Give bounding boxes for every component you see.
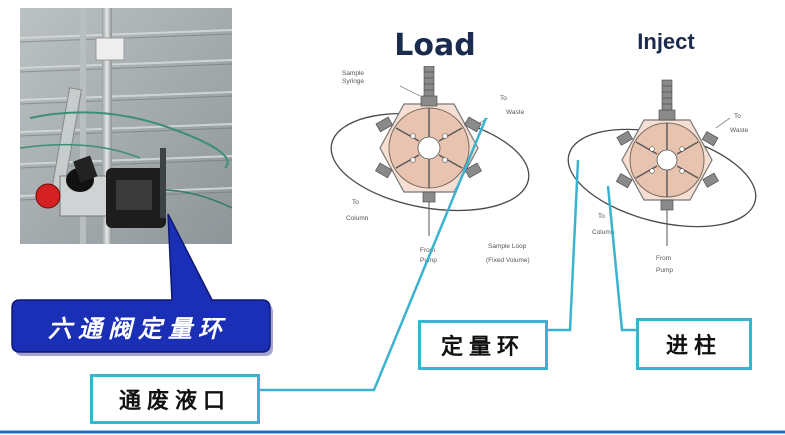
inject-valve-diagram: To Waste To Column From Pump bbox=[558, 80, 766, 274]
sample-syringe-label: Sample bbox=[342, 70, 364, 77]
sample-syringe-label-2: Syringe bbox=[342, 78, 364, 85]
to-column-label-2: Column bbox=[346, 215, 369, 222]
load-title: Load bbox=[376, 24, 494, 66]
inject-to-waste-label: To bbox=[734, 113, 741, 120]
load-valve-diagram: Sample Syringe To Waste To Column From P… bbox=[324, 66, 537, 264]
six-port-valve-callout: 六通阀定量环 bbox=[10, 296, 266, 356]
to-waste-label: To bbox=[500, 95, 507, 102]
inject-to-column-label: To bbox=[598, 213, 605, 220]
inject-from-pump-label-2: Pump bbox=[656, 267, 673, 274]
inject-title: Inject bbox=[610, 24, 722, 60]
waste-port-callout: 通废液口 bbox=[90, 374, 260, 424]
to-column-callout: 进柱 bbox=[636, 318, 752, 370]
inject-from-pump-label: From bbox=[656, 255, 671, 262]
column-leader-line bbox=[608, 186, 636, 330]
sample-loop-label: Sample Loop bbox=[488, 243, 527, 250]
to-column-label: To bbox=[352, 199, 359, 206]
loop-leader-line bbox=[548, 160, 578, 330]
load-title-box: Load bbox=[376, 24, 494, 66]
inject-to-waste-label-2: Waste bbox=[730, 127, 749, 134]
to-waste-label-2: Waste bbox=[506, 109, 525, 116]
inject-title-box: Inject bbox=[610, 24, 722, 60]
sample-loop-label-2: (Fixed Volume) bbox=[486, 257, 530, 264]
quant-loop-callout: 定量环 bbox=[418, 320, 548, 370]
